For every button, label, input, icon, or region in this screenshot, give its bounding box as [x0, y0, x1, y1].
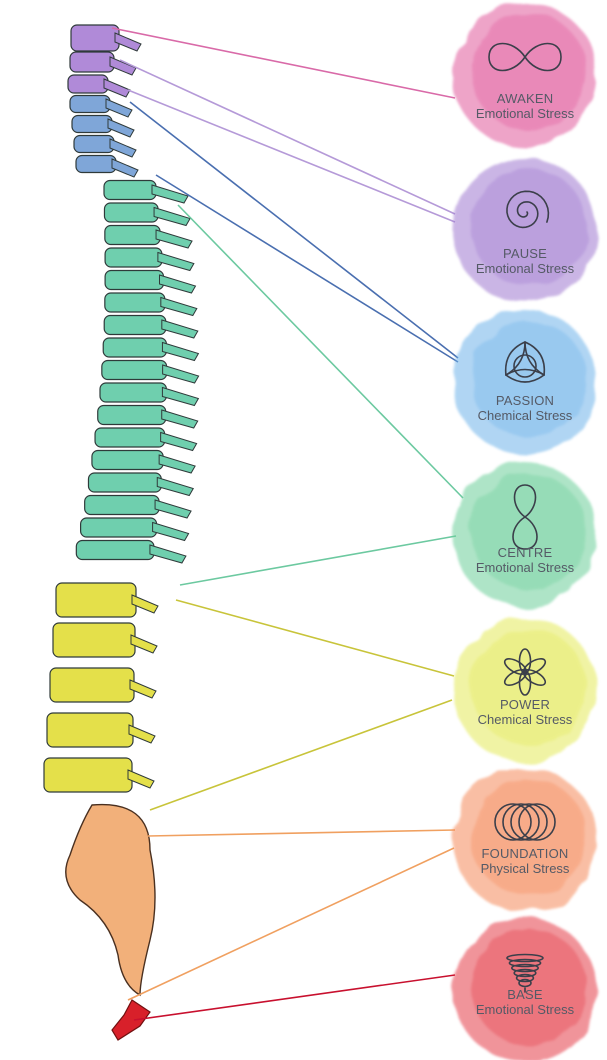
watercolor-circle-inner — [471, 779, 587, 895]
spinous-process-cervical-top — [103, 78, 131, 98]
triquetra-icon — [504, 341, 546, 383]
spinous-process-thoracic — [154, 499, 192, 519]
spinous-process-cervical — [105, 98, 133, 118]
spinous-process-thoracic — [149, 544, 187, 564]
chakra-node-awaken — [453, 3, 597, 147]
connector-pause — [127, 89, 456, 223]
chakra-circles — [453, 3, 597, 1060]
chakra-node-centre — [453, 463, 597, 607]
spinous-process-lumbar — [131, 594, 159, 614]
connector-foundation — [147, 829, 456, 837]
watercolor-circle-inner — [471, 629, 587, 745]
vertebra-lumbar — [49, 667, 135, 703]
spinous-process-cervical — [111, 158, 139, 178]
connector-awaken — [111, 27, 456, 99]
watercolor-circle-inner — [471, 929, 587, 1045]
spinous-process-cervical — [107, 118, 135, 138]
connector-centre — [177, 204, 464, 499]
watercolor-circle-inner — [471, 14, 587, 130]
spinous-process-thoracic — [162, 364, 200, 384]
spinous-process-cervical — [109, 138, 137, 158]
vertebra-thoracic — [102, 337, 168, 358]
spiral-icon — [506, 190, 550, 229]
vertebra-thoracic — [97, 404, 167, 426]
spinous-process-lumbar — [129, 679, 157, 699]
spinous-process-lumbar — [130, 634, 158, 654]
vertebra-thoracic — [75, 539, 155, 561]
spine-illustration — [43, 24, 200, 1041]
vertebra-thoracic — [103, 314, 167, 336]
vertebra-thoracic — [104, 269, 165, 291]
vertebra-thoracic — [104, 224, 161, 246]
spinous-process-thoracic — [158, 274, 197, 294]
connector-power — [175, 599, 455, 677]
vertebra-cervical — [73, 134, 115, 154]
vertebra-thoracic — [87, 472, 162, 493]
spinous-process-cervical-top — [114, 32, 142, 52]
vertebra-thoracic — [104, 292, 166, 313]
connector-foundation — [127, 847, 455, 1001]
sacrum — [65, 803, 156, 997]
spinous-process-thoracic — [153, 206, 191, 227]
chakra-node-base — [453, 918, 597, 1060]
watercolor-circle-inner — [471, 474, 587, 590]
connector-passion — [155, 174, 459, 363]
vertebra-cervical — [75, 154, 117, 174]
watercolor-circle-inner — [471, 321, 587, 437]
vertebra-lumbar — [43, 757, 133, 793]
vertebra-thoracic — [103, 179, 157, 201]
spinous-process-lumbar — [127, 769, 155, 789]
coccyx — [111, 999, 151, 1041]
connector-lines — [111, 27, 464, 1021]
spinous-process-cervical-top — [109, 56, 137, 76]
spinous-process-thoracic — [155, 229, 193, 249]
chakra-node-passion — [453, 310, 597, 454]
vertebra-cervical-top — [69, 51, 115, 73]
vertebra-thoracic — [79, 517, 158, 538]
vertebra-cervical-top — [67, 74, 109, 94]
connector-power — [149, 699, 453, 811]
vertebra-thoracic — [101, 359, 168, 381]
spinous-process-thoracic — [160, 431, 198, 452]
vertebra-thoracic — [104, 247, 163, 268]
rings-icon — [494, 803, 556, 841]
coil-icon — [506, 953, 544, 993]
connector-base — [133, 974, 456, 1021]
vertebra-lumbar — [46, 712, 134, 748]
spinous-process-thoracic — [157, 251, 195, 272]
figure-eight-icon — [512, 484, 538, 550]
vertebra-lumbar — [52, 622, 136, 658]
vertebra-cervical — [69, 94, 111, 114]
vertebra-thoracic — [94, 427, 166, 448]
infinity-icon — [488, 42, 562, 72]
spinous-process-thoracic — [156, 476, 195, 497]
connector-centre — [179, 535, 457, 586]
vertebra-cervical — [71, 114, 113, 134]
vertebra-thoracic — [91, 449, 164, 471]
vertebra-thoracic — [84, 494, 160, 516]
vertebra-thoracic — [99, 382, 167, 403]
chakra-node-pause — [453, 158, 597, 302]
chakra-node-power — [453, 618, 597, 762]
vertebra-cervical-top — [70, 24, 120, 52]
spinous-process-thoracic — [151, 184, 189, 204]
connector-pause — [119, 59, 456, 215]
vertebra-lumbar — [55, 582, 137, 618]
spinous-process-thoracic — [161, 409, 199, 429]
flower-icon — [503, 648, 547, 696]
spinous-process-thoracic — [160, 296, 198, 317]
spinous-process-lumbar — [128, 724, 156, 744]
spinous-process-thoracic — [161, 341, 200, 362]
spinous-process-thoracic — [152, 521, 190, 542]
spinous-process-thoracic — [161, 319, 199, 339]
connector-passion — [129, 101, 459, 359]
spinous-process-thoracic — [158, 454, 196, 474]
vertebra-thoracic — [103, 202, 159, 223]
spinous-process-thoracic — [161, 386, 200, 407]
chakra-node-foundation — [453, 768, 597, 912]
